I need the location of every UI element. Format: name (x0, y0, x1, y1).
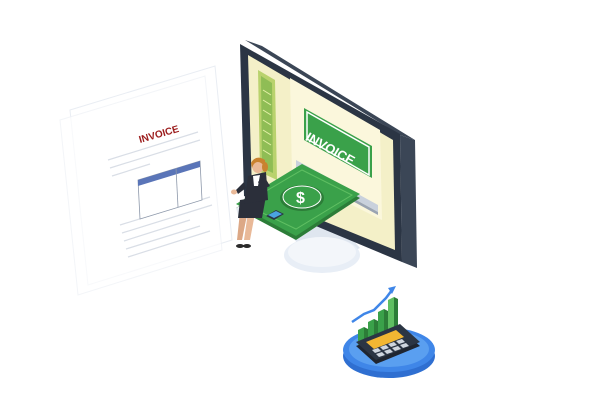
calculator-group (343, 286, 435, 378)
bar-chart-icon (351, 286, 398, 345)
dollar-symbol: $ (296, 190, 305, 207)
invoice-paper-icon: INVOICE (59, 65, 233, 296)
calculator-icon (356, 324, 420, 364)
smartphone-icon (266, 210, 284, 220)
woman-figure-icon (231, 157, 270, 248)
